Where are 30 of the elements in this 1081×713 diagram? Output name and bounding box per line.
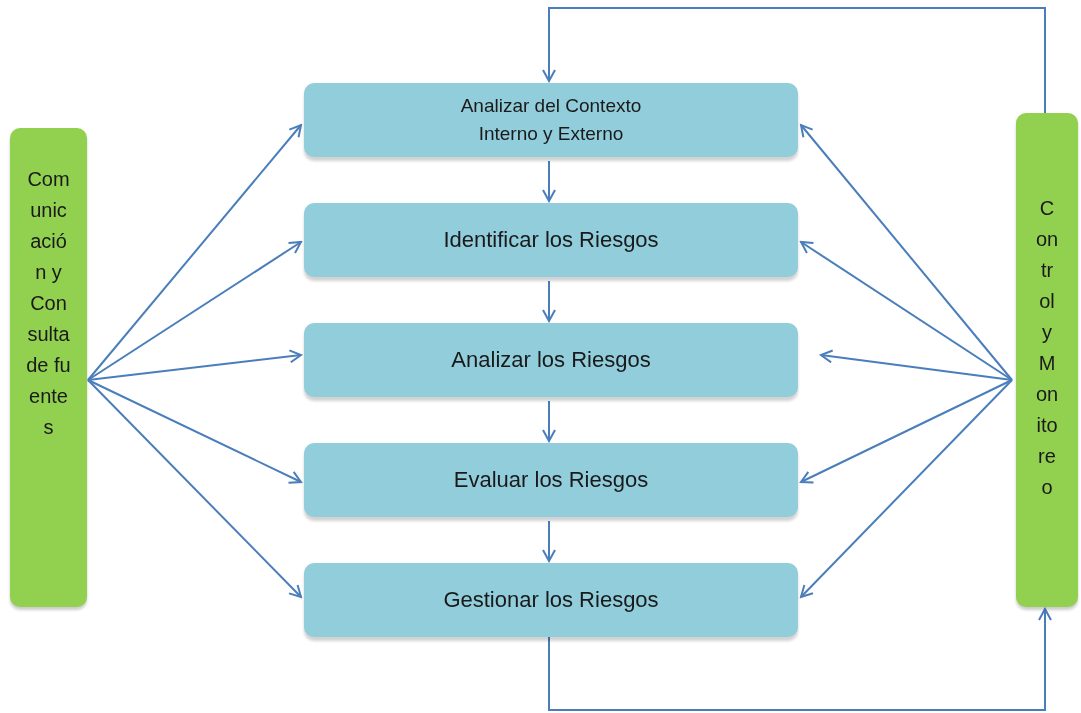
arrow [800, 124, 1013, 381]
box-label: Evaluar los Riesgos [453, 466, 649, 495]
arrow [542, 400, 556, 442]
arrow [800, 379, 1013, 598]
box-label: Analizar del Contexto Interno y Externo [459, 94, 643, 146]
arrow [820, 349, 1013, 381]
bar-label: Comunicación y Consulta de fuentes [25, 167, 72, 440]
arrow [87, 124, 302, 381]
process-box [304, 203, 798, 277]
box-label: Identificar los Riesgos [443, 226, 659, 255]
bar-label: Control y Monitoreo [1035, 196, 1059, 500]
process-box [304, 443, 798, 517]
arrow [548, 608, 1052, 711]
arrow [87, 379, 302, 598]
side-bar [1016, 113, 1078, 607]
process-box [304, 563, 798, 637]
arrow [542, 7, 1046, 114]
side-bar [10, 128, 87, 607]
box-label: Gestionar los Riesgos [443, 586, 659, 615]
arrow [87, 241, 302, 381]
arrow [542, 520, 556, 562]
arrow [87, 349, 302, 381]
box-label: Analizar los Riesgos [451, 346, 651, 375]
arrow [800, 379, 1013, 484]
arrow [542, 280, 556, 322]
process-box [304, 83, 798, 157]
arrow [87, 379, 302, 484]
arrow [800, 241, 1013, 381]
arrow [542, 160, 556, 202]
process-box [304, 323, 798, 397]
